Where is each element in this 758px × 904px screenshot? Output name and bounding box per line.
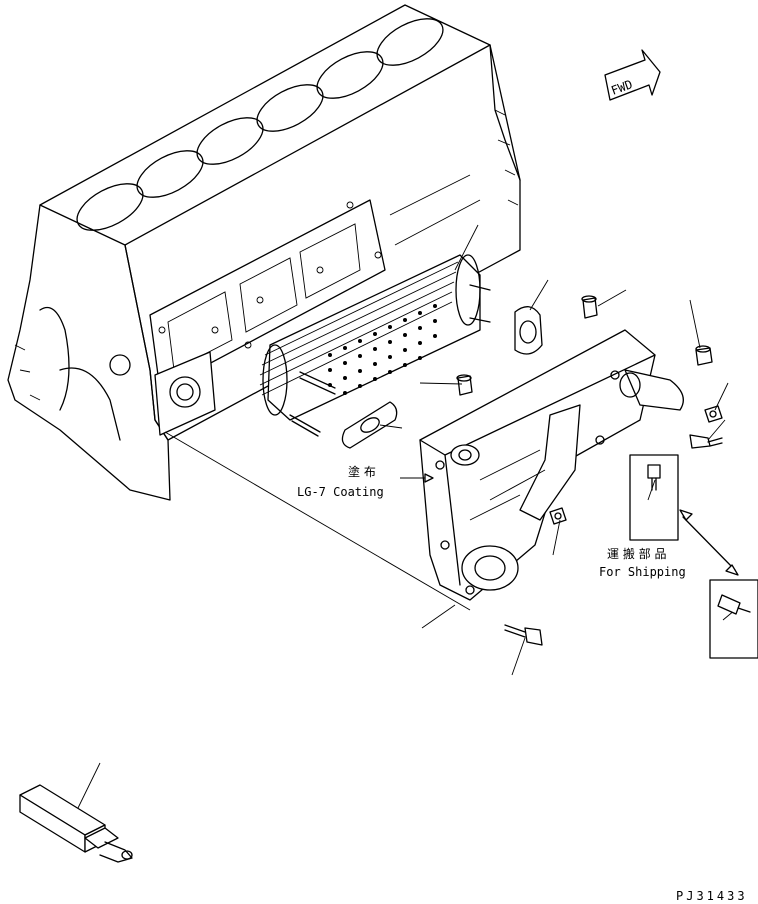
cooler-fin-holes — [328, 304, 437, 395]
bolt-right — [689, 434, 723, 449]
plug-middle — [456, 374, 473, 396]
coating-label-en: LG-7 Coating — [297, 485, 384, 499]
nut-lower — [549, 507, 567, 525]
nut-right — [704, 405, 723, 423]
pipe-part — [19, 784, 133, 863]
plug-upper — [581, 295, 598, 319]
oil-cooler-element — [259, 254, 491, 437]
plug-right — [695, 345, 713, 366]
drawing-number: PJ31433 — [676, 889, 748, 903]
bolt-lower — [504, 624, 543, 646]
shipping-label-en: For Shipping — [599, 565, 686, 579]
engine-block — [7, 4, 521, 501]
shipping-label-jp: 運 搬 部 品 — [607, 546, 666, 561]
shipping-part-frame — [629, 454, 679, 541]
sensor-part-installed — [717, 594, 751, 615]
oil-cooler-cover — [419, 329, 684, 601]
shipping-alt-frame — [709, 579, 758, 659]
sensor-part — [647, 464, 661, 491]
fwd-label: FWD — [609, 77, 634, 98]
double-arrow — [679, 509, 739, 576]
gasket-upper — [514, 306, 543, 355]
gasket-lower — [341, 401, 398, 449]
coating-label-jp: 塗 布 — [348, 464, 376, 479]
forward-direction-arrow: FWD — [604, 49, 661, 101]
